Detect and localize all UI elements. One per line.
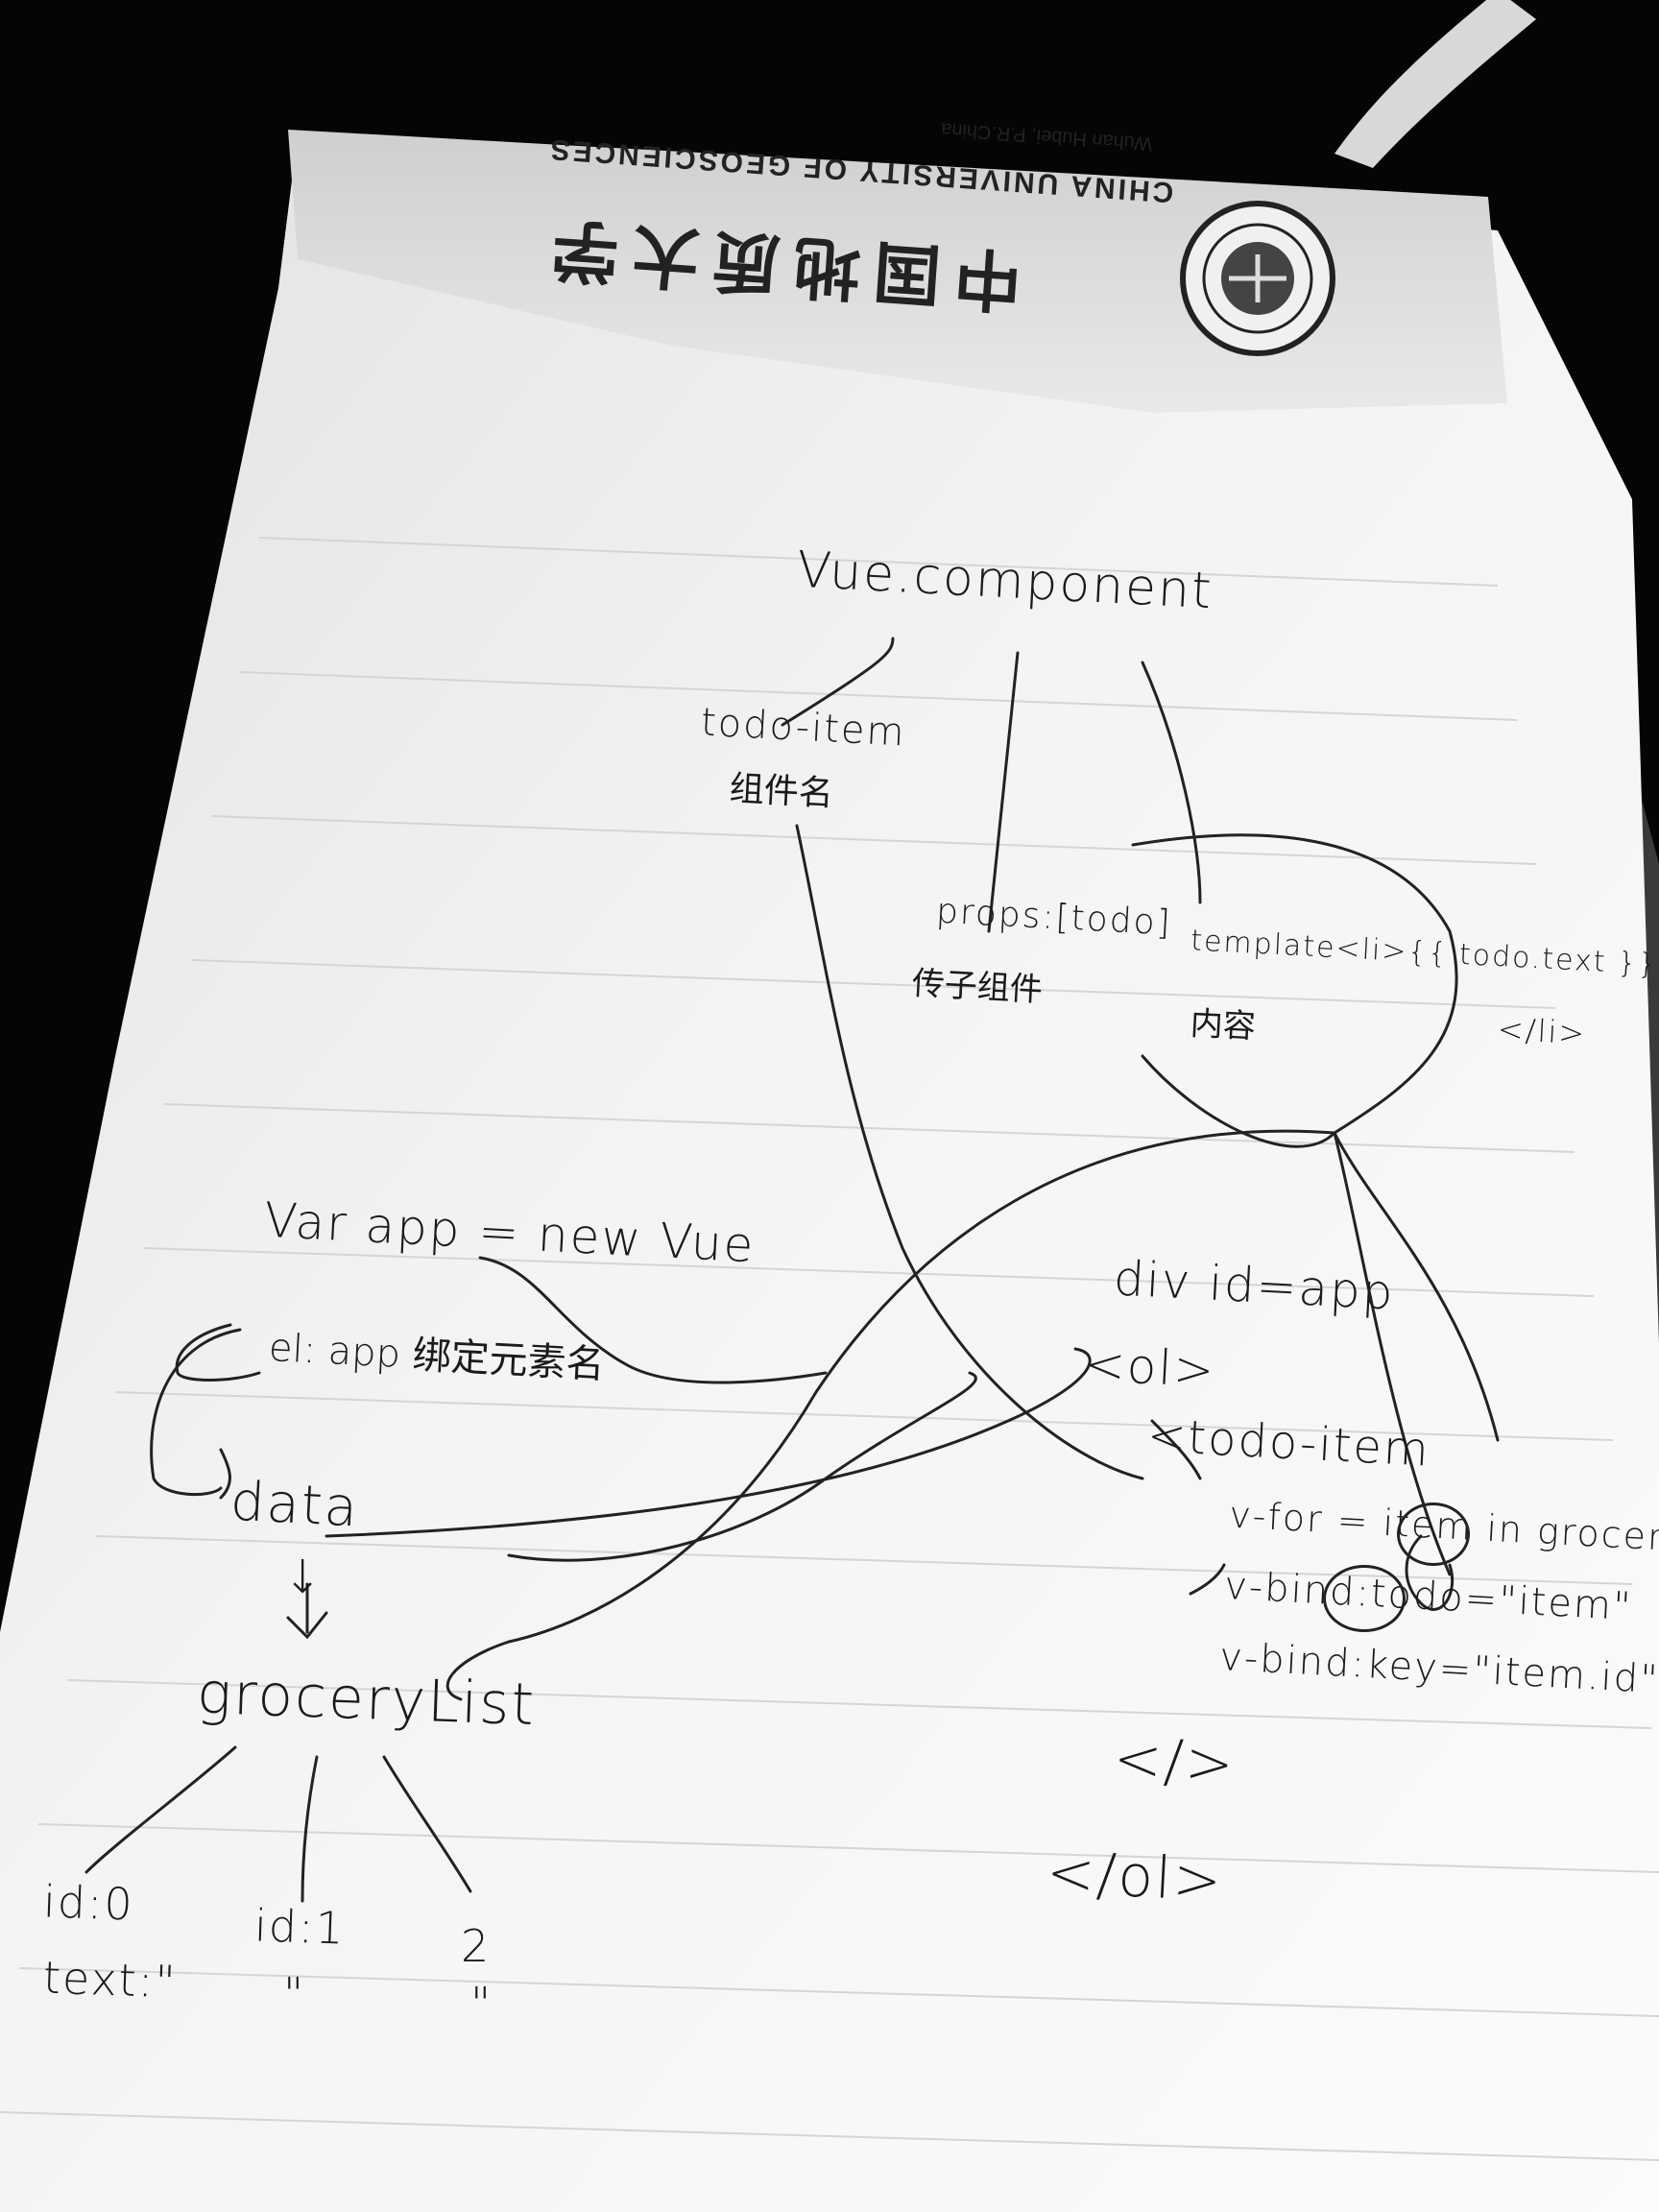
ruled-lines bbox=[0, 537, 1659, 2161]
template-content-label: 内容 bbox=[1189, 1004, 1257, 1046]
ol-close-tag: </ol> bbox=[1045, 1839, 1225, 1915]
component-name-label: 组件名 bbox=[728, 769, 834, 814]
university-seal bbox=[1180, 201, 1335, 356]
item-circle-mark bbox=[1397, 1503, 1470, 1566]
diagram-lines bbox=[84, 637, 1500, 1903]
grocery-list-label: groceryList bbox=[195, 1659, 538, 1740]
paper-sheet bbox=[0, 134, 1659, 2212]
letterhead-strip bbox=[288, 130, 1507, 413]
item0-id: id:0 bbox=[42, 1875, 135, 1931]
item1-text: " bbox=[283, 1968, 306, 2020]
ol-open-tag: <ol> bbox=[1083, 1335, 1217, 1399]
data-arrow: ↓ bbox=[283, 1551, 325, 1604]
todo-close-tag: </> bbox=[1112, 1724, 1238, 1799]
item2-id: 2 bbox=[461, 1920, 492, 1972]
item2-text: " bbox=[470, 1978, 493, 2030]
tube-shape bbox=[1334, 0, 1536, 168]
pass-to-child-label: 传子组件 bbox=[910, 964, 1044, 1010]
template-close-tag: </li> bbox=[1497, 1010, 1588, 1052]
data-label: data bbox=[228, 1470, 361, 1540]
item1-id: id:1 bbox=[253, 1899, 347, 1955]
item0-text: text:" bbox=[42, 1951, 179, 2008]
todo-circle-mark bbox=[1323, 1565, 1406, 1632]
